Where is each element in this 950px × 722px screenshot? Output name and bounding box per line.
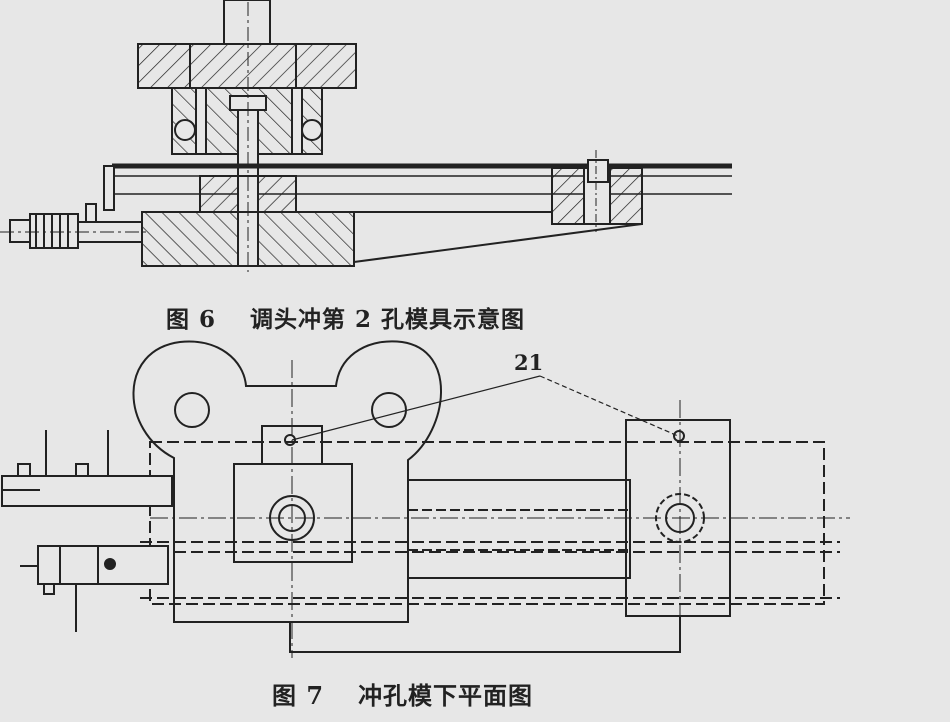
- figure-6-caption: 图 6 调头冲第 2 孔模具示意图: [166, 300, 525, 334]
- figure-6-number: 图 6: [166, 306, 217, 333]
- figure-7-plan-view: [1, 340, 850, 658]
- figure-6-die-section: [0, 0, 732, 272]
- figure-7-number: 图 7: [272, 681, 325, 710]
- figure-7-title: 冲孔模下平面图: [358, 681, 534, 710]
- figure-6-title: 调头冲第 2 孔模具示意图: [250, 306, 526, 333]
- figure-7-caption: 图 7 冲孔模下平面图: [272, 676, 533, 711]
- callout-label-21: 21: [514, 350, 544, 375]
